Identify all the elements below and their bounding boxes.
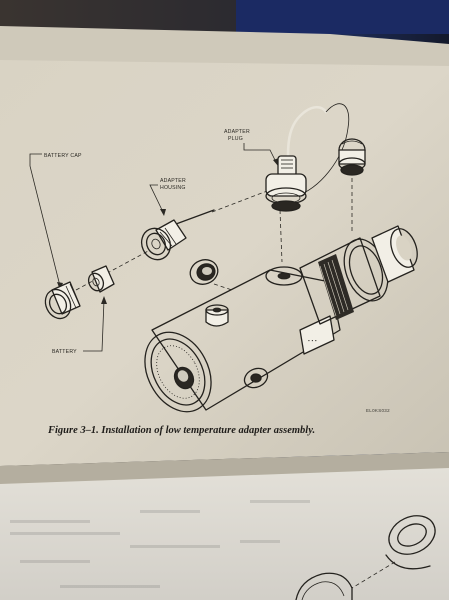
page-shadow: [0, 452, 449, 486]
assembly-line-2: [211, 187, 276, 213]
drawing-code: EL0KS032: [366, 408, 390, 413]
leader-battery: [83, 299, 105, 352]
leader-battery-cap: [29, 153, 61, 287]
lower-page: [0, 468, 449, 600]
ring-nut: [189, 259, 219, 285]
label-adapter-plug-1: ADAPTER: [224, 129, 250, 135]
label-battery: BATTERY: [52, 349, 77, 355]
assembly-line-1: [75, 249, 151, 291]
battery-cap: [44, 281, 81, 320]
page-top-edge: [0, 26, 449, 70]
figure-caption: Figure 3–1. Installation of low temperat…: [47, 425, 315, 436]
leader-adapter-housing: [149, 184, 164, 213]
adapter-plug: [265, 155, 307, 212]
adapter-cable-inner: [286, 105, 328, 158]
leader-adapter-plug: [243, 143, 277, 163]
label-adapter-housing-1: ADAPTER: [160, 178, 186, 184]
arrow-battery: [101, 296, 107, 304]
book-page: [0, 60, 449, 466]
label-adapter-housing-2: HOUSING: [160, 185, 186, 191]
block-marking: ▪ ▪ ▪: [308, 338, 317, 343]
battery: [87, 265, 115, 293]
assembly-line-5: [213, 283, 233, 291]
lower-page-drawing: [295, 515, 436, 600]
top-cap: [338, 138, 366, 176]
label-adapter-plug-2: PLUG: [228, 136, 243, 142]
eyepiece-assembly: [299, 225, 418, 325]
assembly-line-3: [279, 209, 283, 263]
adapter-housing: [140, 209, 215, 261]
main-instrument-body: ▪ ▪ ▪: [144, 266, 341, 413]
lower-page-bleed-text: [10, 500, 310, 588]
label-battery-cap: BATTERY CAP: [44, 153, 82, 159]
blue-object: [236, 0, 449, 34]
arrow-adapter-housing: [160, 209, 166, 216]
